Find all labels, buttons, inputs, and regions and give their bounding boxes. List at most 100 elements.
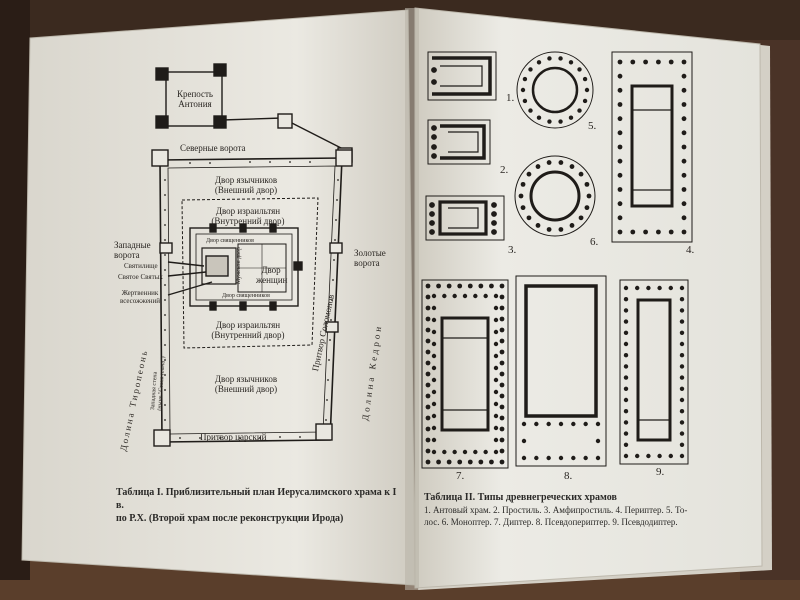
- column-dot: [679, 353, 685, 358]
- column-dot: [431, 365, 437, 371]
- column-dot: [558, 160, 564, 165]
- column-dot: [617, 73, 623, 79]
- column-dot: [577, 108, 582, 113]
- right-caption: Таблица II. Типы древнегреческих храмов …: [424, 492, 724, 528]
- column-dot: [431, 389, 437, 395]
- column-dot: [582, 76, 588, 82]
- label-men-court: Мужской двор: [236, 247, 242, 284]
- column-dot: [425, 360, 431, 366]
- column-dot: [425, 448, 431, 454]
- column-dot: [617, 215, 623, 221]
- column-dot: [617, 116, 623, 122]
- column-dot: [577, 67, 582, 72]
- column-dot: [643, 59, 648, 65]
- column-dot: [558, 227, 564, 232]
- column-dot: [646, 453, 651, 459]
- label-holy-of-holies: Святое Святых: [118, 273, 163, 281]
- column-dot: [681, 158, 687, 164]
- column-dot: [681, 116, 687, 122]
- column-dot: [521, 455, 527, 461]
- column-dot: [679, 330, 685, 335]
- column-dot: [499, 448, 505, 454]
- column-dot: [623, 409, 629, 414]
- column-dot: [617, 59, 623, 65]
- column-dot: [657, 453, 662, 459]
- column-dot: [623, 308, 629, 313]
- column-dot: [425, 393, 431, 399]
- column-dot: [623, 319, 629, 324]
- right-caption-title: Таблица II. Типы древнегреческих храмов: [424, 492, 617, 503]
- column-dot: [643, 229, 648, 235]
- column-dot: [534, 421, 539, 427]
- column-dot: [623, 442, 629, 447]
- column-dot: [578, 171, 584, 177]
- column-dot: [467, 459, 473, 465]
- plan-9-pseudodipteros: [619, 279, 689, 465]
- column-dot: [623, 375, 629, 380]
- column-dot: [646, 285, 651, 291]
- column-dot: [467, 283, 473, 289]
- column-dot: [528, 67, 533, 72]
- column-dot: [425, 283, 431, 289]
- column-dot: [617, 172, 623, 178]
- column-dot: [681, 73, 687, 79]
- column-dot: [635, 453, 640, 459]
- column-dot: [623, 453, 629, 459]
- column-dot: [493, 365, 499, 371]
- column-dot: [431, 305, 437, 311]
- column-dot: [499, 404, 505, 410]
- column-dot: [462, 293, 468, 299]
- plan-7-dipteros: [421, 279, 509, 469]
- column-dot: [568, 115, 574, 120]
- column-dot: [499, 349, 505, 355]
- colonnade-dots: [164, 161, 339, 439]
- column-dot: [547, 56, 552, 61]
- column-dot: [623, 420, 629, 425]
- column-dot: [582, 98, 588, 104]
- column-dot: [425, 382, 431, 388]
- plan-6-monopteros: [514, 155, 596, 237]
- column-dot: [679, 397, 685, 403]
- column-dot: [617, 102, 623, 107]
- column-dot: [679, 285, 685, 291]
- column-dot: [583, 421, 588, 427]
- column-dot: [681, 130, 687, 136]
- label-royal-porch: Притвор царский: [200, 432, 267, 442]
- column-dot: [457, 459, 463, 465]
- column-dot: [457, 283, 463, 289]
- column-dot: [681, 59, 687, 65]
- column-dot: [679, 364, 685, 369]
- number-3: 3.: [508, 244, 517, 256]
- column-dot: [668, 59, 674, 65]
- column-dot: [499, 283, 505, 289]
- column-dot: [681, 144, 687, 150]
- column-dot: [499, 338, 505, 344]
- column-dot: [499, 327, 505, 333]
- column-dot: [681, 102, 687, 107]
- column-dot: [668, 285, 673, 291]
- number-4: 4.: [686, 244, 695, 256]
- column-dot: [526, 171, 532, 177]
- column-dot: [679, 319, 685, 324]
- column-dot: [668, 453, 673, 459]
- column-dot: [436, 459, 441, 465]
- plan-1-antae-temple: [427, 51, 497, 101]
- column-dot: [436, 283, 441, 289]
- column-dot: [679, 375, 685, 380]
- column-dot: [595, 438, 601, 444]
- column-dot: [681, 229, 687, 235]
- label-gentiles-top: Двор язычников(Внешний двор): [214, 175, 278, 195]
- column-dot: [431, 317, 437, 323]
- column-dot: [536, 60, 542, 65]
- column-dot: [431, 377, 437, 383]
- number-2: 2.: [500, 164, 509, 176]
- column-dot: [571, 455, 576, 461]
- column-dot: [586, 193, 592, 199]
- column-dot: [493, 437, 499, 443]
- column-dot: [493, 329, 499, 335]
- column-dot: [493, 449, 499, 455]
- temple-plan: [151, 63, 353, 447]
